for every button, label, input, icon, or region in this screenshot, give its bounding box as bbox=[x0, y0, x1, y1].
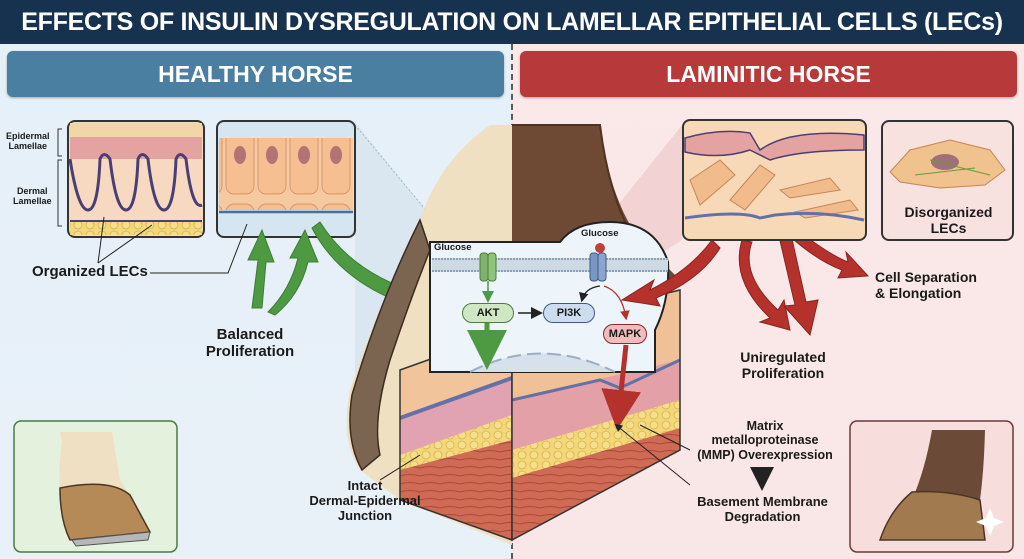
label-line: Epidermal bbox=[6, 131, 50, 141]
layer-brackets bbox=[57, 128, 62, 227]
label-line: (MMP) Overexpression bbox=[697, 447, 833, 462]
label-intact-junction: Intact Dermal-Epidermal Junction bbox=[300, 478, 430, 524]
label-cell-separation: Cell Separation & Elongation bbox=[875, 269, 977, 301]
healthy-hoof-icon bbox=[13, 420, 178, 553]
bottom-leader-lines bbox=[379, 423, 691, 486]
arrow-receptor-to-pi3k bbox=[579, 285, 601, 303]
label-line: Degradation bbox=[724, 508, 801, 524]
label-line: Intact bbox=[347, 478, 383, 493]
label-organized-lecs: Organized LECs bbox=[32, 263, 148, 280]
label-glucose-right: Glucose bbox=[581, 228, 619, 239]
organized-leader-lines bbox=[97, 216, 248, 274]
blue-insulin-receptor-icon bbox=[589, 243, 607, 282]
label-dermal-lamellae: Dermal Lamellae bbox=[13, 186, 52, 207]
label-basement-degradation: Basement Membrane Degradation bbox=[680, 494, 845, 525]
label-mmp-overexpression: Matrix metalloproteinase (MMP) Overexpre… bbox=[685, 419, 845, 462]
label-line: Proliferation bbox=[205, 343, 295, 361]
label-line: Lamellae bbox=[13, 196, 52, 207]
arrow-receptor-to-mapk bbox=[603, 285, 630, 321]
label-unregulated-proliferation: Uniregulated Proliferation bbox=[728, 349, 838, 381]
mapk-node: MAPK bbox=[603, 324, 647, 344]
label-line: Matrix bbox=[746, 419, 784, 433]
arrow-mapk-down bbox=[601, 344, 642, 430]
green-glucose-transporter-icon bbox=[479, 252, 497, 282]
label-line: Junction bbox=[337, 507, 393, 523]
label-epidermal-lamellae: Epidermal Lamellae bbox=[6, 131, 50, 152]
disorganized-lec-panel bbox=[881, 120, 1014, 241]
healthy-cells-panel bbox=[216, 120, 356, 238]
label-balanced-proliferation: Balanced Proliferation bbox=[200, 326, 300, 361]
healthy-tissue-block bbox=[399, 328, 513, 542]
label-line: Proliferation bbox=[741, 365, 825, 382]
label-line: Cell Separation bbox=[875, 269, 977, 285]
label-glucose-left: Glucose bbox=[434, 242, 472, 253]
label-line: metalloproteinase bbox=[711, 433, 819, 448]
laminitic-tissue-panel bbox=[682, 119, 867, 241]
label-line: Uniregulated bbox=[740, 349, 826, 365]
label-line: Dermal-Epidermal bbox=[309, 492, 421, 508]
pi3k-node: PI3K bbox=[543, 303, 595, 323]
akt-node: AKT bbox=[462, 303, 514, 323]
label-line: Basement Membrane bbox=[697, 494, 828, 509]
laminitic-red-arrows bbox=[620, 229, 870, 337]
healthy-lamellae-panel bbox=[67, 120, 205, 238]
page-title: EFFECTS OF INSULIN DYSREGULATION ON LAME… bbox=[0, 0, 1024, 44]
label-line: Disorganized bbox=[904, 204, 993, 220]
label-line: & Elongation bbox=[875, 285, 962, 302]
healthy-horse-header: HEALTHY HORSE bbox=[7, 51, 504, 97]
label-line: Lamellae bbox=[8, 141, 48, 152]
label-line: Dermal bbox=[17, 186, 48, 196]
label-line: LECs bbox=[930, 220, 967, 237]
label-line: Balanced bbox=[216, 326, 284, 343]
laminitic-hoof-icon bbox=[849, 420, 1014, 553]
label-disorganized-lecs: Disorganized LECs bbox=[891, 204, 1006, 236]
laminitic-horse-header: LAMINITIC HORSE bbox=[520, 51, 1017, 97]
